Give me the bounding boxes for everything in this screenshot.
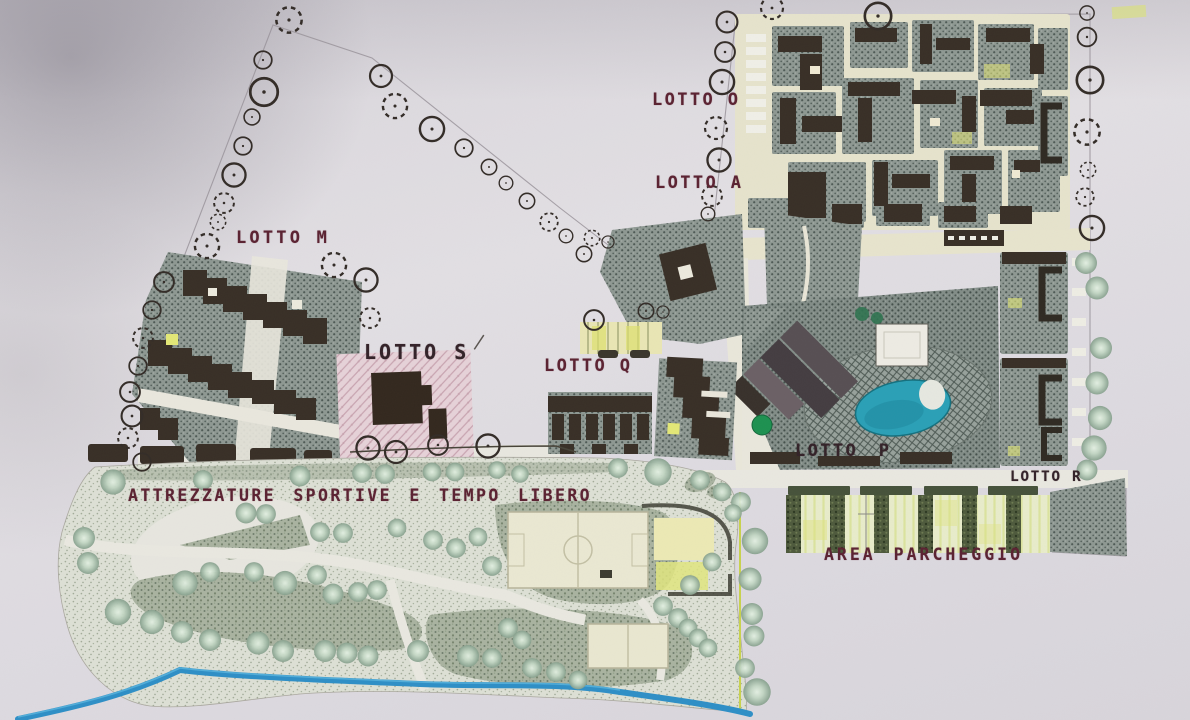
label-lotto-p: LOTTO P: [795, 441, 892, 461]
label-lotto-a: LOTTO A: [655, 173, 744, 193]
label-lotto-q: LOTTO Q: [544, 356, 633, 376]
label-lotto-o: LOTTO O: [652, 90, 741, 110]
label-area-parcheggio: AREA PARCHEGGIO: [824, 545, 1024, 564]
label-attrezzature-sportive: ATTREZZATURE SPORTIVE E TEMPO LIBERO: [128, 486, 593, 505]
label-lotto-r: LOTTO R: [1010, 469, 1083, 485]
label-lotto-m: LOTTO M: [236, 228, 331, 248]
label-lotto-s: LOTTO S: [364, 340, 470, 364]
